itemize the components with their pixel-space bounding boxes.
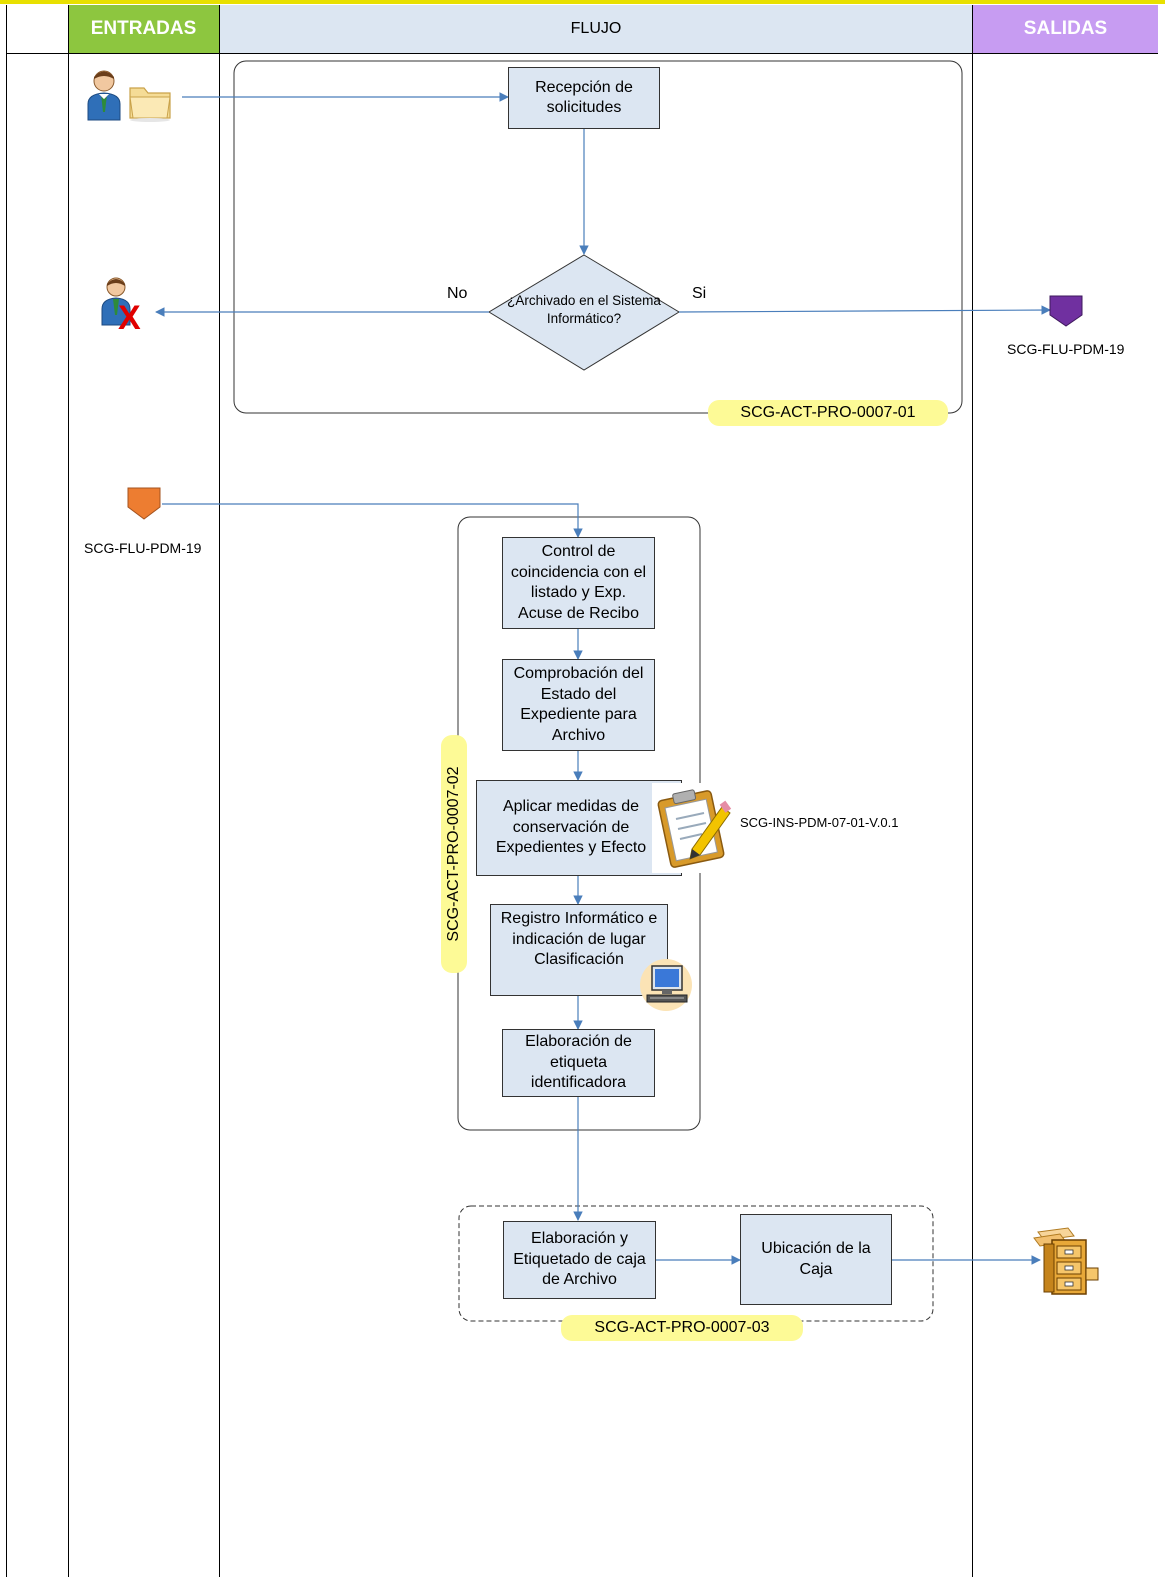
folder-icon [127, 80, 173, 122]
step-reception: Recepción de solicitudes [508, 67, 660, 129]
output-reference-label: SCG-FLU-PDM-19 [1007, 341, 1125, 357]
computer-icon [638, 958, 694, 1012]
input-reference-label: SCG-FLU-PDM-19 [84, 540, 202, 556]
group1-tag: SCG-ACT-PRO-0007-01 [708, 400, 948, 426]
group3-tag: SCG-ACT-PRO-0007-03 [561, 1315, 803, 1341]
connector-input-ref-to-control [162, 503, 583, 538]
step-label-creation: Elaboración de etiqueta identificadora [502, 1029, 655, 1097]
group2-tag: SCG-ACT-PRO-0007-02 [441, 735, 467, 973]
lane-divider-inputs [68, 5, 69, 1577]
step-control-coincidence: Control de coincidencia con el listado y… [502, 537, 655, 629]
step-apply-conservation: Aplicar medidas de conservación de Exped… [476, 780, 682, 876]
lane-divider-flow [219, 5, 220, 1577]
decision-diamond [488, 254, 680, 371]
group2-tag-text: SCG-ACT-PRO-0007-02 [445, 766, 462, 942]
group-frame-1 [233, 60, 963, 414]
input-reference-shape [127, 487, 161, 520]
connector-decision-yes [678, 305, 1051, 315]
flow-column-header: FLUJO [219, 5, 973, 53]
decision-no-label: No [447, 285, 468, 302]
person-icon [84, 68, 124, 122]
instruction-reference-label: SCG-INS-PDM-07-01-V.0.1 [740, 815, 899, 830]
person-rejected-icon: X [100, 275, 150, 337]
output-reference-shape [1049, 295, 1083, 327]
top-border [0, 0, 1165, 4]
svg-text:X: X [118, 299, 141, 331]
clipboard-pencil-icon [652, 783, 736, 873]
lane-divider-left-edge [6, 5, 7, 1577]
lane-divider-outputs [972, 5, 973, 1577]
outputs-column-header: SALIDAS [973, 5, 1158, 53]
decision-yes-label: Si [692, 285, 707, 302]
step-box-location: Ubicación de la Caja [740, 1214, 892, 1305]
header-bottom-line [6, 53, 1158, 54]
step-computer-registry: Registro Informático e indicación de lug… [490, 904, 668, 996]
inputs-column-header: ENTRADAS [68, 5, 219, 53]
step-box-labeling: Elaboración y Etiquetado de caja de Arch… [503, 1221, 656, 1299]
filing-cabinet-icon [1030, 1226, 1102, 1296]
decision-label: ¿Archivado en el Sistema Informático? [507, 293, 661, 326]
step-check-file-status: Comprobación del Estado del Expediente p… [502, 659, 655, 751]
